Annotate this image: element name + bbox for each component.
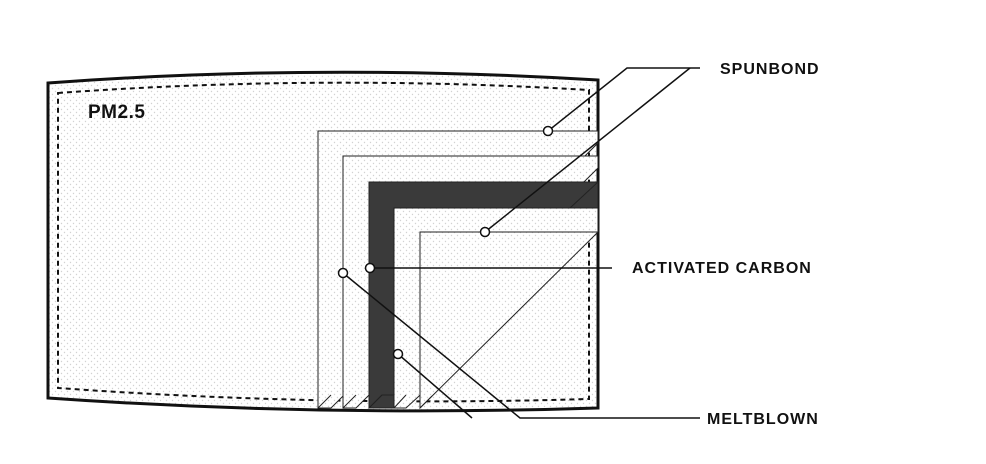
callout-dot-spunbond-inner xyxy=(479,226,491,238)
callout-dot-spunbond-outer xyxy=(542,125,554,137)
carbon-fold-right xyxy=(568,180,599,209)
callout-dot-meltblown-b xyxy=(392,348,404,360)
callout-meltblown-line-b xyxy=(397,353,473,419)
callout-dot-carbon xyxy=(364,262,376,274)
callout-spunbond-line-b xyxy=(484,67,691,233)
callout-meltblown-line-a xyxy=(342,272,700,419)
callout-dot-meltblown-a xyxy=(337,267,349,279)
filter-pad-stitch xyxy=(57,81,590,403)
meltblown-label: MELTBLOWN xyxy=(707,411,819,428)
callout-lines xyxy=(342,67,700,419)
layer-spunbond-inner xyxy=(419,231,600,410)
carbon-fold-bottom xyxy=(367,394,395,409)
callout-spunbond-line-a xyxy=(547,67,700,132)
spunbond-label: SPUNBOND xyxy=(720,61,820,78)
activated-carbon-label: ACTIVATED CARBON xyxy=(632,260,812,277)
pm25-label: PM2.5 xyxy=(88,102,145,123)
callout-dots xyxy=(337,125,554,360)
